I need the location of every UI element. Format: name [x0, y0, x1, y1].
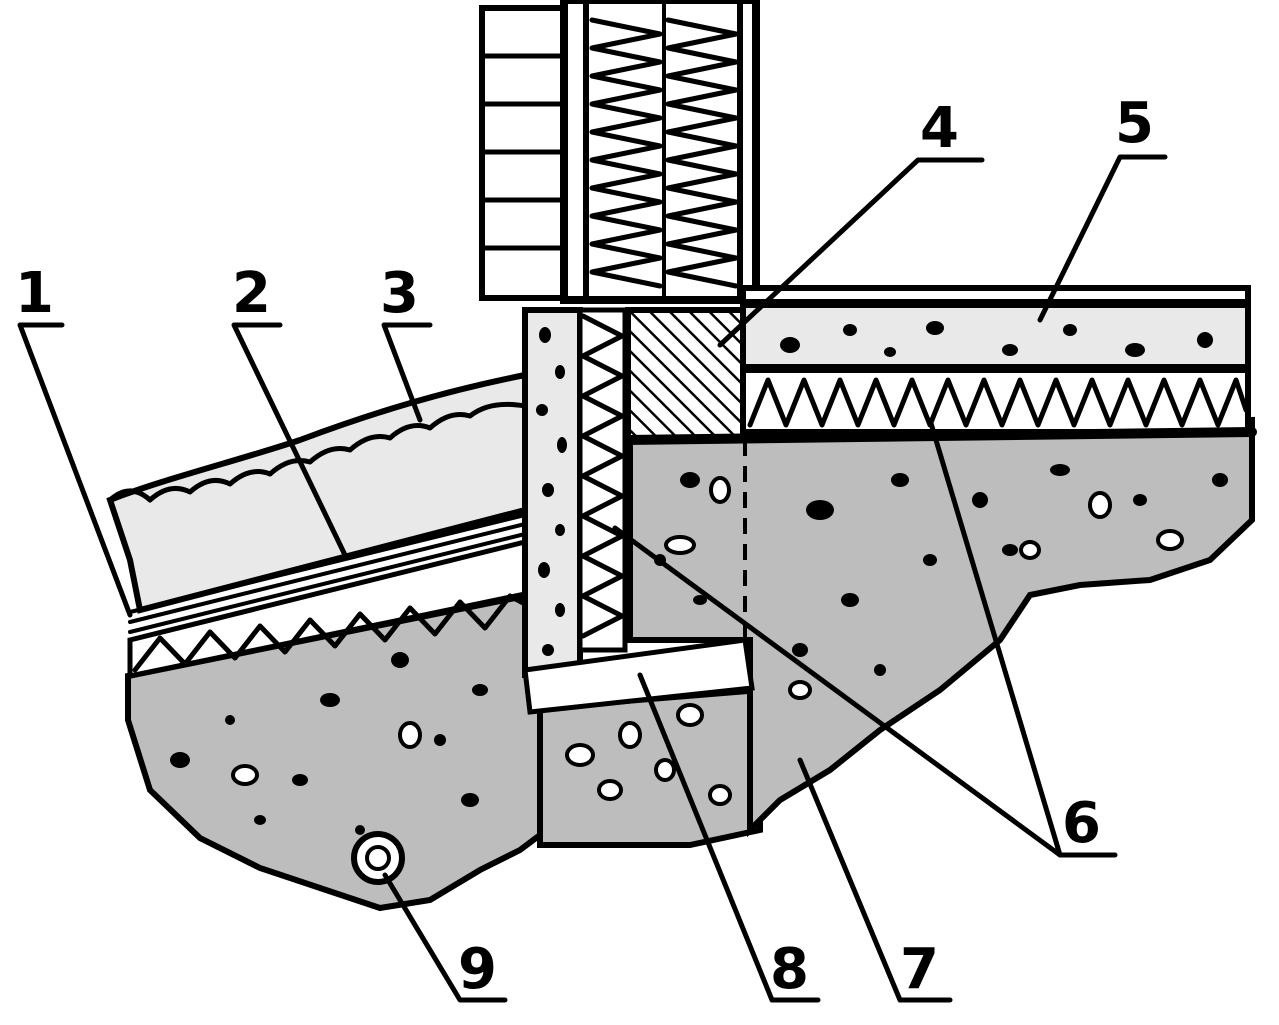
- callout-1: 1: [15, 261, 54, 326]
- leader-3: [381, 322, 433, 423]
- callout-8: 8: [770, 937, 809, 1002]
- callout-4: 4: [920, 96, 959, 161]
- callout-9: 9: [458, 937, 497, 1002]
- leader-4: [717, 157, 985, 348]
- timber-sill: [625, 307, 746, 441]
- plinth-aggregate: [536, 327, 567, 656]
- right-ground-mass: [627, 416, 1255, 838]
- wall-insulation-left: [589, 17, 663, 289]
- leader-6b: [927, 417, 1063, 858]
- leader-9: [382, 872, 508, 1003]
- leader-1: [17, 322, 133, 618]
- ground-aggregate: [170, 464, 1228, 835]
- callout-3: 3: [380, 261, 419, 326]
- membrane-line-2: [128, 522, 527, 624]
- leader-8: [637, 672, 821, 1003]
- cladding-boards: [479, 53, 567, 251]
- pebble-top-edge: [107, 401, 528, 503]
- lower-foundation-block: [537, 686, 763, 848]
- callout-2: 2: [232, 261, 271, 326]
- leader-5: [1037, 154, 1168, 323]
- floor-screed: [740, 302, 1251, 370]
- floor-waterproofing: [625, 427, 1257, 445]
- callout-6: 6: [1062, 791, 1101, 856]
- membrane-line-1: [128, 513, 527, 614]
- callout-5: 5: [1115, 91, 1154, 156]
- callout-7: 7: [900, 937, 939, 1002]
- leader-lines: [17, 154, 1168, 1003]
- screed-aggregate: [780, 321, 1213, 357]
- left-insulation-zigzag: [132, 593, 528, 673]
- wall-insulation-right: [665, 17, 739, 289]
- leader-2: [231, 322, 348, 558]
- vertical-insulation-zigzag: [580, 313, 625, 639]
- floor-insulation-zigzag: [747, 377, 1249, 428]
- floor-finish: [740, 285, 1251, 305]
- leader-7: [797, 757, 953, 1003]
- membrane-line-3: [128, 532, 527, 634]
- drain-pipe-inner: [365, 845, 391, 871]
- ground-pebbles: [231, 476, 1184, 806]
